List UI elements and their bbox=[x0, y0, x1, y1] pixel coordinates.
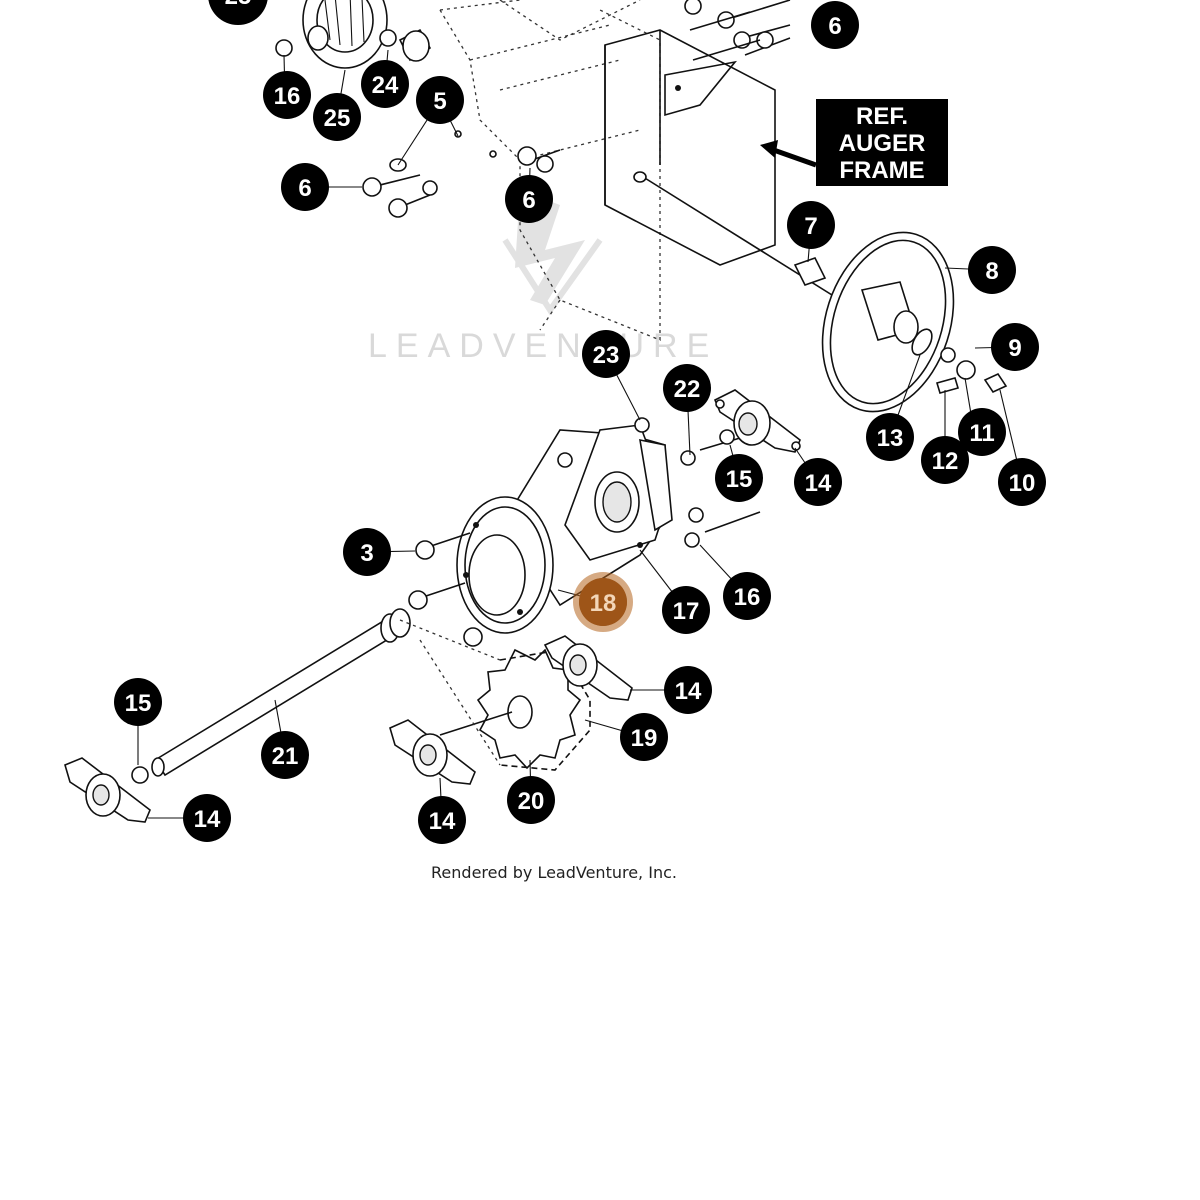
svg-text:10: 10 bbox=[1009, 470, 1036, 497]
callout-18-highlighted[interactable]: 18 bbox=[573, 572, 633, 632]
callout-21[interactable]: 21 bbox=[261, 731, 309, 779]
svg-text:14: 14 bbox=[194, 806, 221, 833]
svg-text:7: 7 bbox=[804, 213, 817, 240]
fasteners-housing bbox=[408, 417, 761, 647]
svg-text:25: 25 bbox=[324, 105, 351, 132]
main-gear-housing bbox=[456, 424, 673, 634]
callout-16-top[interactable]: 16 bbox=[263, 71, 311, 119]
callout-6-top-right[interactable]: 6 bbox=[811, 1, 859, 49]
callout-13[interactable]: 13 bbox=[866, 413, 914, 461]
ref-auger-frame-label: REF. AUGER FRAME bbox=[760, 99, 948, 186]
callout-3[interactable]: 3 bbox=[343, 528, 391, 576]
callout-14-lower-left[interactable]: 14 bbox=[183, 794, 231, 842]
svg-text:13: 13 bbox=[877, 425, 904, 452]
callout-19[interactable]: 19 bbox=[620, 713, 668, 761]
svg-text:21: 21 bbox=[272, 743, 299, 770]
svg-text:20: 20 bbox=[518, 788, 545, 815]
svg-text:18: 18 bbox=[590, 590, 617, 617]
callout-15-right[interactable]: 15 bbox=[715, 454, 763, 502]
callout-16[interactable]: 16 bbox=[723, 572, 771, 620]
svg-text:16: 16 bbox=[734, 584, 761, 611]
sprocket bbox=[439, 648, 582, 770]
callout-11[interactable]: 11 bbox=[958, 408, 1006, 456]
svg-text:6: 6 bbox=[298, 175, 311, 202]
svg-text:25: 25 bbox=[225, 0, 252, 10]
callout-14-lower-middle[interactable]: 14 bbox=[418, 796, 466, 844]
gear-housing-top-left bbox=[275, 0, 432, 69]
svg-text:17: 17 bbox=[673, 598, 700, 625]
callout-14-upper-right[interactable]: 14 bbox=[794, 458, 842, 506]
auger-frame-box bbox=[604, 29, 776, 266]
callout-5[interactable]: 5 bbox=[416, 76, 464, 124]
svg-text:6: 6 bbox=[522, 187, 535, 214]
callout-15-left[interactable]: 15 bbox=[114, 678, 162, 726]
watermark-text: LEADVENTURE bbox=[368, 327, 718, 365]
svg-text:8: 8 bbox=[985, 258, 998, 285]
svg-text:14: 14 bbox=[805, 470, 832, 497]
callout-10[interactable]: 10 bbox=[998, 458, 1046, 506]
callout-23[interactable]: 23 bbox=[582, 330, 630, 378]
bearing-flange-lower-right bbox=[543, 635, 633, 701]
svg-text:6: 6 bbox=[828, 13, 841, 40]
pulley bbox=[821, 231, 1008, 413]
svg-text:23: 23 bbox=[593, 342, 620, 369]
bearing-flange-lower-middle bbox=[389, 719, 476, 785]
svg-text:14: 14 bbox=[429, 808, 456, 835]
svg-text:11: 11 bbox=[969, 420, 994, 447]
callout-25-top[interactable]: 25 bbox=[208, 0, 268, 25]
svg-text:REF.: REF. bbox=[856, 103, 908, 130]
svg-text:14: 14 bbox=[675, 678, 702, 705]
callout-6-left[interactable]: 6 bbox=[281, 163, 329, 211]
svg-text:AUGER: AUGER bbox=[839, 130, 926, 157]
callout-25[interactable]: 25 bbox=[313, 93, 361, 141]
svg-text:15: 15 bbox=[726, 466, 753, 493]
callout-22[interactable]: 22 bbox=[663, 364, 711, 412]
axle-shaft bbox=[131, 608, 411, 784]
svg-text:15: 15 bbox=[125, 690, 152, 717]
svg-text:24: 24 bbox=[372, 72, 399, 99]
callout-14-lower-right[interactable]: 14 bbox=[664, 666, 712, 714]
callout-12[interactable]: 12 bbox=[921, 436, 969, 484]
callout-8[interactable]: 8 bbox=[968, 246, 1016, 294]
callout-17[interactable]: 17 bbox=[662, 586, 710, 634]
callout-20[interactable]: 20 bbox=[507, 776, 555, 824]
bearing-flange-upper bbox=[713, 389, 801, 453]
callout-9[interactable]: 9 bbox=[991, 323, 1039, 371]
footer-credit: Rendered by LeadVenture, Inc. bbox=[431, 863, 677, 882]
bearing-flange-lower-left bbox=[64, 757, 151, 823]
svg-text:FRAME: FRAME bbox=[839, 157, 924, 184]
callout-7[interactable]: 7 bbox=[787, 201, 835, 249]
svg-text:16: 16 bbox=[274, 83, 301, 110]
svg-text:22: 22 bbox=[674, 376, 701, 403]
svg-text:5: 5 bbox=[433, 88, 446, 115]
callout-24[interactable]: 24 bbox=[361, 60, 409, 108]
auger-frame-outline bbox=[439, 0, 661, 341]
svg-text:9: 9 bbox=[1008, 335, 1021, 362]
svg-text:19: 19 bbox=[631, 725, 658, 752]
svg-text:12: 12 bbox=[932, 448, 959, 475]
callout-6-middle[interactable]: 6 bbox=[505, 175, 553, 223]
svg-text:3: 3 bbox=[360, 540, 373, 567]
